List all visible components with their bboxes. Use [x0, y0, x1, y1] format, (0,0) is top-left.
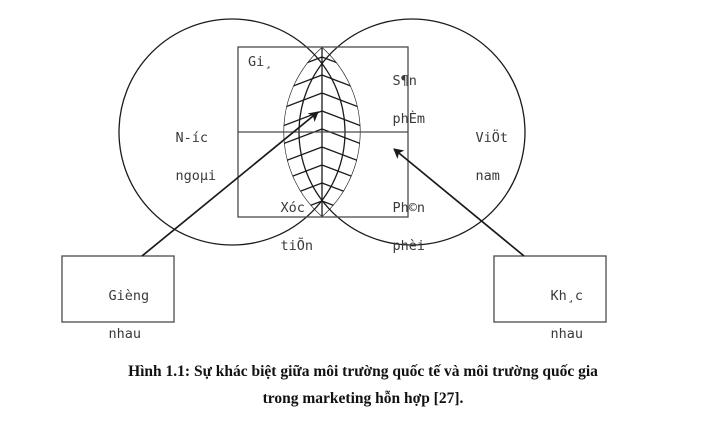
right-circle-label: ViÖt nam [443, 110, 509, 205]
callout-label-giong-nhau-line2: nhau [108, 326, 142, 342]
callout-label-giong-nhau: Gièng nhau [76, 268, 150, 363]
callout-label-khac-nhau: Kh¸c nhau [518, 268, 584, 363]
quadrant-label-phan-phoi-line1: Ph©n [392, 200, 426, 216]
left-circle-label-line1: N-íc [175, 130, 209, 146]
figure-caption-line1: Hình 1.1: Sự khác biệt giữa môi trường q… [128, 363, 598, 380]
quadrant-label-phan-phoi-line2: phèi [392, 238, 426, 254]
left-circle-label: N-íc ngoµi [143, 110, 217, 205]
callout-label-giong-nhau-line1: Gièng [108, 288, 150, 304]
quadrant-label-phan-phoi: Ph©n phèi [360, 180, 426, 275]
callout-box-khac-nhau [493, 255, 607, 323]
callout-label-khac-nhau-line2: nhau [550, 326, 584, 342]
callout-label-khac-nhau-line1: Kh¸c [550, 288, 584, 304]
quadrant-label-xuc-tien-line2: tiÕn [280, 238, 314, 254]
figure-caption-line2: trong marketing hỗn hợp [27]. [262, 390, 464, 407]
quadrant-label-xuc-tien: Xóc tiÕn [248, 180, 314, 275]
quadrant-label-san-pham-line1: S¶n [392, 73, 417, 89]
right-circle-label-line1: ViÖt [475, 130, 509, 146]
left-circle-label-line2: ngoµi [175, 168, 217, 184]
callout-box-giong-nhau [61, 255, 175, 323]
quadrant-label-san-pham-line2: phÈm [392, 111, 426, 127]
figure-caption: Hình 1.1: Sự khác biệt giữa môi trường q… [0, 358, 726, 412]
quadrant-label-gia: Gi¸ [248, 54, 273, 70]
right-circle-label-line2: nam [475, 168, 500, 184]
leader-arrow-right [393, 148, 525, 257]
quadrant-label-san-pham: S¶n phÈm [360, 53, 426, 148]
leader-arrow-left [141, 111, 319, 257]
quadrant-label-xuc-tien-line1: Xóc [280, 200, 305, 216]
